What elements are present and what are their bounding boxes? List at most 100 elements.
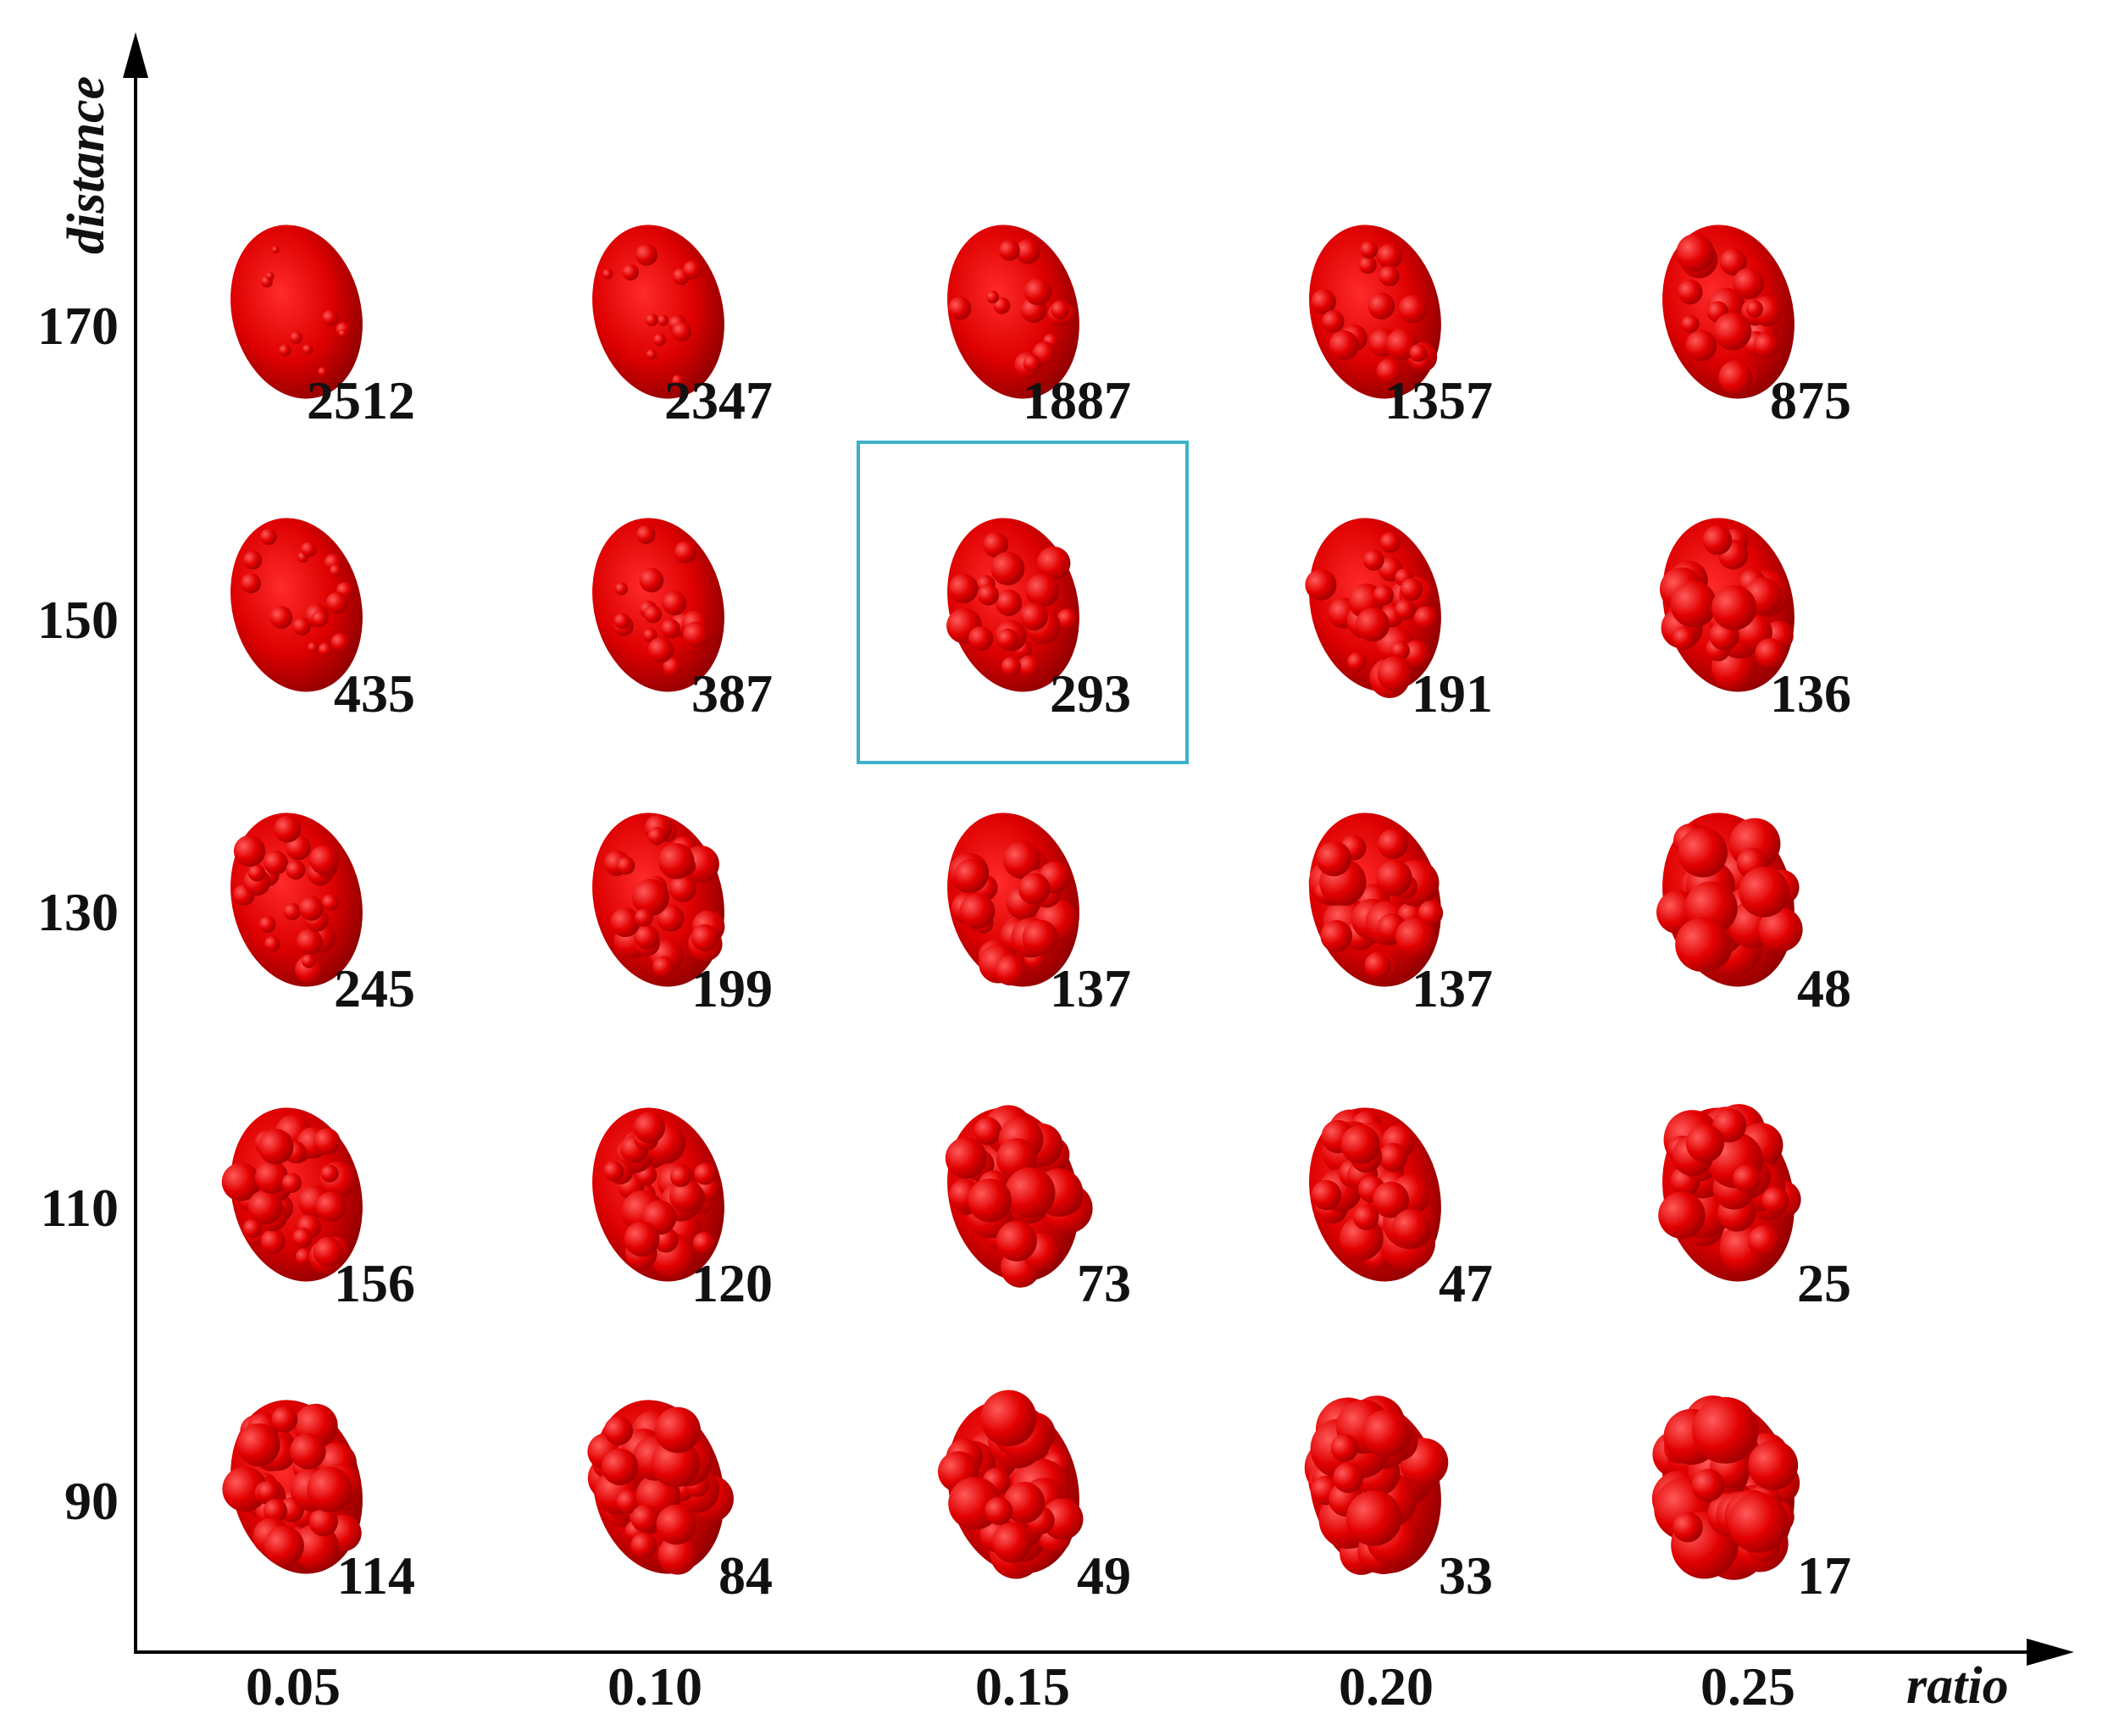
- cluster-sphere: [948, 574, 979, 604]
- cluster-sphere: [1340, 1124, 1380, 1165]
- cluster-sphere: [302, 344, 313, 355]
- cluster-blob: [587, 1400, 734, 1575]
- cluster-sphere: [1023, 354, 1041, 372]
- cluster-sphere: [945, 1137, 987, 1179]
- cluster-sphere: [1390, 641, 1410, 661]
- cluster-sphere: [1395, 917, 1436, 957]
- cluster-sphere: [1020, 602, 1048, 631]
- cluster-sphere: [292, 617, 311, 636]
- count-label: 49: [1077, 1545, 1131, 1606]
- y-tick-label: 150: [37, 590, 119, 650]
- cluster-sphere: [1398, 294, 1428, 324]
- cluster-sphere: [1719, 248, 1747, 276]
- cluster-blob: [230, 225, 363, 399]
- cluster-sphere: [691, 923, 718, 952]
- count-label: 25: [1797, 1253, 1851, 1313]
- count-label: 47: [1439, 1253, 1493, 1313]
- cluster-sphere: [1658, 1191, 1706, 1239]
- cluster-sphere: [1376, 859, 1412, 896]
- cluster-sphere: [646, 349, 657, 360]
- cluster-sphere: [279, 344, 291, 357]
- cluster-sphere: [274, 815, 302, 843]
- x-tick-label: 0.10: [607, 1656, 702, 1717]
- cluster-sphere: [1400, 578, 1423, 602]
- cluster-body: [230, 225, 363, 399]
- cluster-sphere: [1360, 241, 1378, 259]
- cluster-sphere: [1711, 585, 1757, 630]
- cluster-blob: [222, 1400, 363, 1574]
- cluster-sphere: [338, 329, 347, 338]
- count-label: 2347: [664, 370, 773, 430]
- cluster-sphere: [242, 1218, 263, 1239]
- cluster-sphere: [601, 1448, 639, 1485]
- cluster-sphere: [669, 1179, 703, 1213]
- cluster-sphere: [645, 313, 658, 327]
- cluster-sphere: [968, 1179, 1012, 1223]
- cluster-blob: [592, 518, 724, 692]
- cluster-sphere: [263, 850, 288, 875]
- count-label: 156: [334, 1253, 415, 1313]
- cluster-sphere: [948, 297, 972, 320]
- cluster-blob: [1308, 813, 1444, 987]
- cluster-sphere: [1373, 585, 1395, 606]
- cluster-sphere: [657, 1535, 698, 1575]
- cluster-sphere: [1004, 1167, 1056, 1218]
- count-label: 120: [691, 1253, 773, 1313]
- cluster-sphere: [290, 1433, 326, 1470]
- count-label: 17: [1797, 1545, 1851, 1606]
- count-label: 136: [1770, 663, 1851, 724]
- cluster-sphere: [321, 894, 339, 912]
- cluster-sphere: [1748, 1225, 1780, 1257]
- x-tick-label: 0.05: [246, 1656, 341, 1717]
- cluster-sphere: [1353, 1204, 1379, 1230]
- y-tick-labels: 170 150 130 110 90: [37, 296, 119, 1531]
- cluster-sphere: [1001, 657, 1022, 677]
- cluster-sphere: [959, 893, 996, 929]
- cluster-sphere: [1691, 1396, 1759, 1464]
- cluster-sphere: [313, 1128, 341, 1156]
- cluster-sphere: [652, 956, 674, 978]
- count-label: 199: [691, 958, 773, 1018]
- cluster-sphere: [308, 641, 319, 653]
- y-axis-title: distance: [58, 76, 115, 254]
- cluster-sphere: [1025, 574, 1060, 607]
- cluster-sphere: [283, 902, 302, 921]
- cluster-sphere: [307, 1467, 352, 1512]
- cluster-sphere: [617, 856, 635, 875]
- cluster-sphere: [301, 541, 317, 557]
- cluster-blob: [230, 813, 363, 987]
- cluster-sphere: [1748, 1439, 1799, 1490]
- cluster-sphere: [995, 955, 1026, 986]
- cluster-sphere: [672, 321, 692, 341]
- cluster-sphere: [1681, 315, 1700, 334]
- count-label: 435: [334, 663, 415, 724]
- cluster-sphere: [271, 1406, 298, 1433]
- cluster-sphere: [1022, 919, 1058, 956]
- cluster-sphere: [1733, 1164, 1761, 1193]
- cluster-sphere: [1691, 1468, 1725, 1502]
- cluster-sphere: [1761, 1187, 1789, 1215]
- cluster-sphere: [315, 1191, 347, 1223]
- axes: [123, 32, 2074, 1666]
- cluster-sphere: [1003, 1481, 1046, 1523]
- cluster-blob: [1305, 518, 1441, 698]
- cluster-sphere: [1678, 279, 1703, 305]
- cluster-sphere: [290, 331, 303, 344]
- clusters: [221, 225, 1803, 1580]
- cluster-sphere: [295, 1248, 313, 1266]
- cluster-sphere: [1753, 332, 1779, 358]
- cluster-blob: [947, 225, 1079, 399]
- cluster-sphere: [654, 1406, 701, 1453]
- count-label: 245: [334, 958, 415, 1018]
- cluster-sphere: [1413, 606, 1438, 630]
- highlight-box: [857, 441, 1189, 764]
- cluster-blob: [221, 1107, 363, 1282]
- cluster-sphere: [1672, 1511, 1703, 1543]
- cluster-blob: [947, 813, 1079, 987]
- cluster-sphere: [1678, 827, 1728, 878]
- count-label: 2512: [307, 370, 415, 430]
- y-tick-label: 90: [64, 1471, 119, 1531]
- cluster-sphere: [292, 1228, 313, 1248]
- cluster-sphere: [330, 633, 350, 652]
